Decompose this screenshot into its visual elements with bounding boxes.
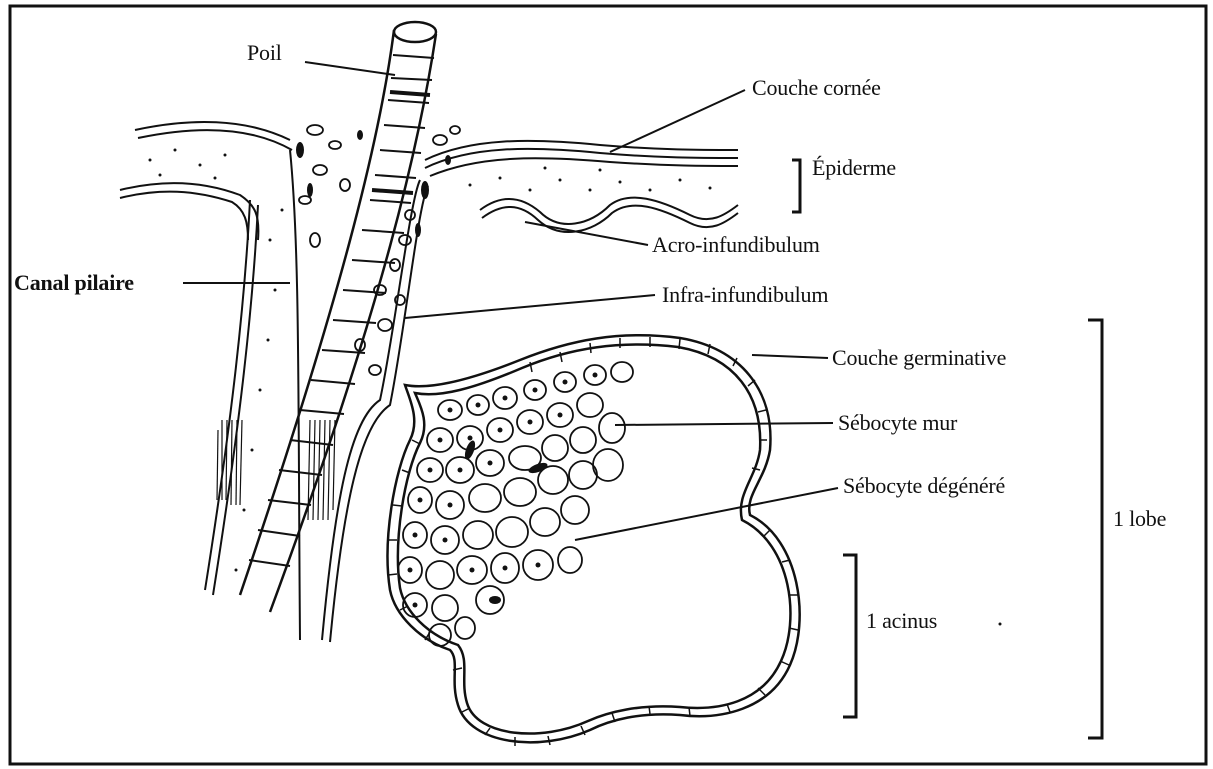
lobe-bracket [1088,320,1102,738]
label-epiderme: Épiderme [812,155,896,181]
diagram-frame [10,6,1206,764]
leader-couche-germinative [752,355,828,358]
label-infra-infundibulum: Infra-infundibulum [662,282,828,308]
label-couche-cornee: Couche cornée [752,75,881,101]
leader-acro-infundibulum [525,222,648,245]
leader-sebocyte-mur [615,423,833,425]
label-sebocyte-degenere: Sébocyte dégénéré [843,473,1005,499]
sebaceous-gland-outline [388,335,800,742]
label-acinus: 1 acinus [866,608,937,634]
root-sheath-hatching [217,420,335,520]
leader-couche-cornee [610,90,745,152]
brackets [792,160,1102,738]
epidermis-basal-layer [120,183,738,240]
label-couche-germinative: Couche germinative [832,345,1006,371]
sebocytes [398,362,633,646]
label-canal-pilaire: Canal pilaire [14,270,134,296]
label-poil: Poil [247,40,282,66]
gland-wall-cells [388,337,799,746]
epiderme-bracket [792,160,800,212]
leader-infra-infundibulum [405,295,655,318]
acinus-bracket [843,555,856,717]
leader-poil [305,62,395,75]
label-acro-infundibulum: Acro-infundibulum [652,232,820,258]
label-lobe: 1 lobe [1113,506,1166,532]
stratum-corneum [135,122,738,176]
leader-sebocyte-degenere [575,488,838,540]
label-sebocyte-mur: Sébocyte mur [838,410,957,436]
follicle-walls [205,150,428,642]
